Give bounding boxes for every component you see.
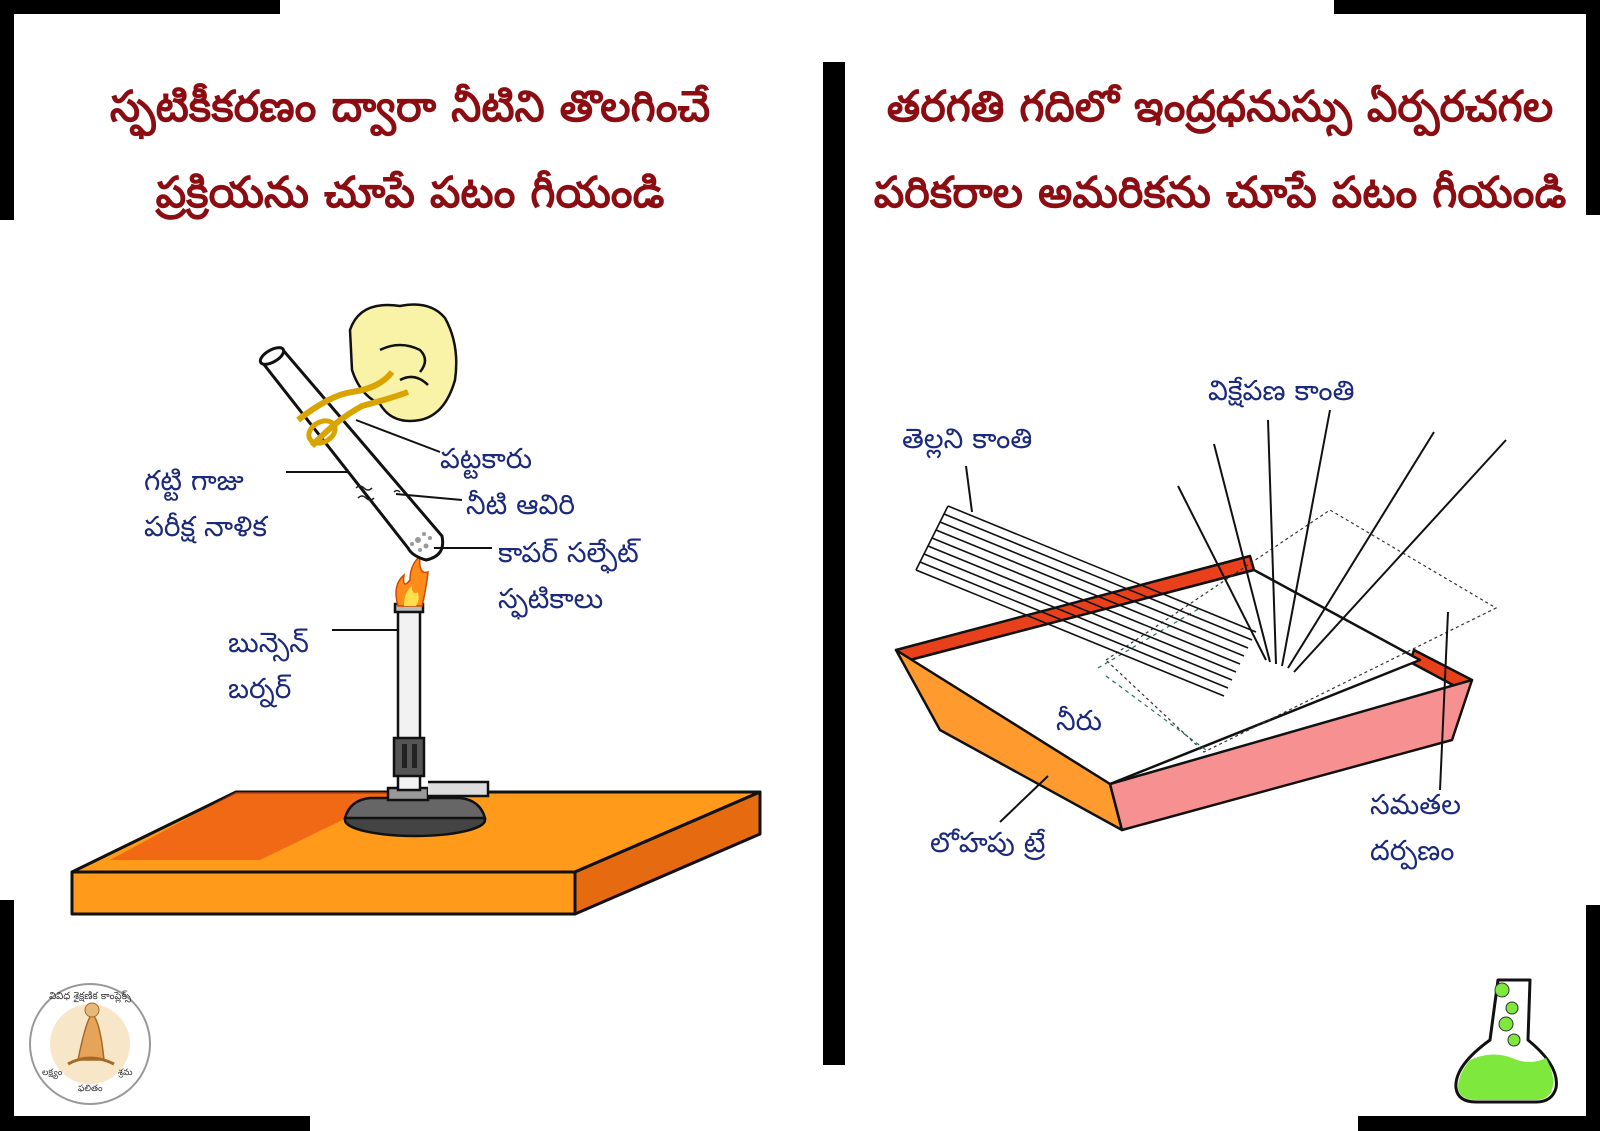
label-crystals: కాపర్ సల్ఫేట్ స్ఫటికాలు	[498, 530, 639, 622]
left-title: స్ఫటికీకరణం ద్వారా నీటిని తొలగించే ప్రక్…	[40, 64, 780, 236]
label-white-light: తెల్లని కాంతి	[902, 422, 1033, 455]
label-test-tube-line1: గట్టి గాజు	[144, 464, 244, 497]
center-divider	[823, 62, 845, 1065]
frame-bottom-left	[0, 1116, 310, 1131]
frame-top-left	[0, 0, 280, 14]
frame-top-right	[1334, 0, 1600, 14]
plane-mirror	[1105, 509, 1498, 753]
right-title-line1: తరగతి గదిలో ఇంద్రధనుస్సు ఏర్పరచగల	[886, 82, 1554, 132]
table-side	[573, 790, 762, 916]
copper-sulphate-crystals	[410, 532, 432, 552]
frame-right-bottom	[1586, 905, 1600, 1131]
logo-bottom-left: లక్ష్యం	[42, 1068, 63, 1078]
label-crystals-line2: స్ఫటికాలు	[498, 582, 604, 615]
label-burner-line2: బర్నర్	[228, 672, 292, 705]
logo-bottom-right: శ్రమ	[118, 1068, 133, 1078]
test-tube	[258, 346, 445, 562]
frame-left-bottom	[0, 900, 14, 1131]
metal-tray	[894, 554, 1474, 832]
logo	[29, 983, 151, 1105]
label-mirror-line2: దర్పణం	[1370, 834, 1455, 867]
label-mirror-line1: సమతల	[1370, 788, 1461, 821]
label-test-tube-line2: పరీక్ష నాళిక	[144, 510, 267, 543]
label-burner: బున్సెన్ బర్నర్	[228, 620, 309, 712]
label-water-vapour: నీటి ఆవిరి	[466, 488, 576, 521]
frame-bottom-right	[1358, 1116, 1600, 1131]
holder-hand	[296, 303, 458, 449]
frame-left-top	[0, 0, 14, 220]
logo-ring-text: వివిధ శైక్షణిక కాంప్లెక్స్	[49, 991, 131, 1002]
bunsen-burner	[343, 602, 490, 838]
right-title: తరగతి గదిలో ఇంద్రధనుస్సు ఏర్పరచగల పరికరా…	[860, 64, 1580, 236]
dispersed-light-rays	[1177, 409, 1507, 673]
frame-right-top	[1586, 0, 1600, 215]
white-light-beam	[915, 505, 1257, 697]
right-title-line2: పరికరాల అమరికను చూపే పటం గీయండి	[873, 168, 1567, 218]
flask-icon	[1454, 978, 1558, 1104]
left-title-line2: ప్రక్రియను చూపే పటం గీయండి	[155, 168, 665, 218]
label-mirror: సమతల దర్పణం	[1370, 782, 1461, 874]
label-crystals-line1: కాపర్ సల్ఫేట్	[498, 536, 639, 569]
label-holder: పట్టకారు	[440, 442, 533, 475]
label-dispersed-light: విక్షేపణ కాంతి	[1208, 374, 1355, 407]
table-front	[70, 870, 577, 916]
mirror-dash-lines	[1097, 607, 1207, 751]
left-leader-lines	[286, 419, 492, 631]
right-leader-lines	[965, 465, 1449, 823]
label-test-tube: గట్టి గాజు పరీక్ష నాళిక	[144, 458, 267, 550]
label-tray: లోహపు ట్రే	[930, 826, 1046, 859]
label-water: నీరు	[1056, 704, 1102, 737]
logo-bottom: ఫలితం	[78, 1084, 103, 1094]
tray-front-side	[1108, 678, 1474, 832]
water-vapour-drops	[355, 485, 401, 501]
left-title-line1: స్ఫటికీకరణం ద్వారా నీటిని తొలగించే	[109, 82, 711, 132]
label-burner-line1: బున్సెన్	[228, 626, 309, 659]
flame	[395, 554, 429, 607]
